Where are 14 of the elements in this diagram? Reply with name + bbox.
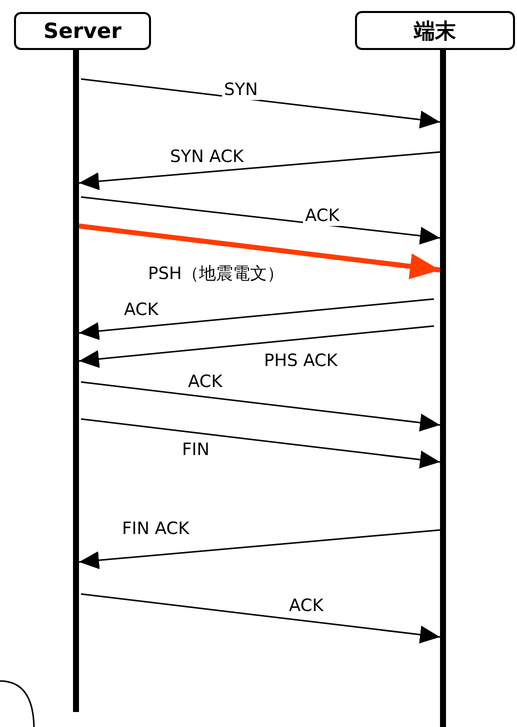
edge-label: ACK: [303, 206, 342, 226]
message-arrow: [80, 78, 440, 129]
message-arrow: [78, 529, 440, 570]
message-arrow: [80, 418, 440, 469]
lifeline-header-box: 端末: [355, 11, 515, 50]
edge-label: SYN: [222, 80, 260, 100]
message-arrow: [78, 151, 440, 190]
message-arrow: [78, 224, 440, 280]
message-arrow: [78, 298, 434, 340]
message-arrow: [80, 196, 440, 245]
message-arrow: [78, 325, 434, 368]
message-arrow: [80, 381, 440, 432]
lifeline-header-box: Server: [14, 12, 151, 50]
message-arrow: [80, 593, 440, 644]
